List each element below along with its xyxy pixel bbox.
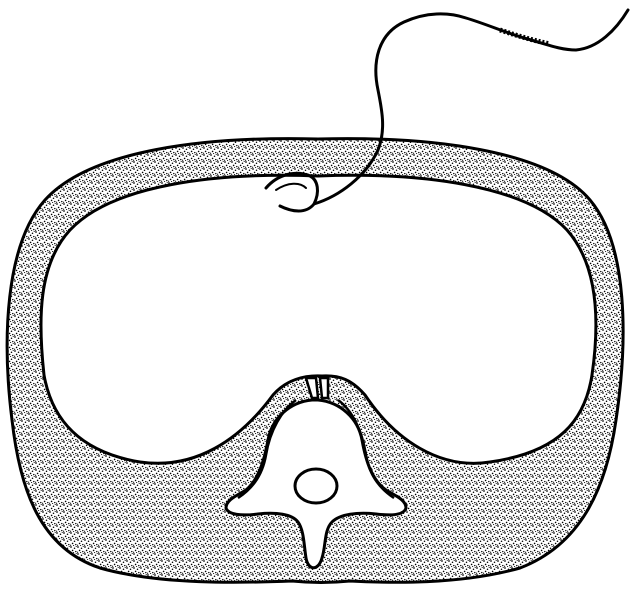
suture-needle	[266, 173, 317, 211]
spinal-canal	[295, 469, 337, 503]
